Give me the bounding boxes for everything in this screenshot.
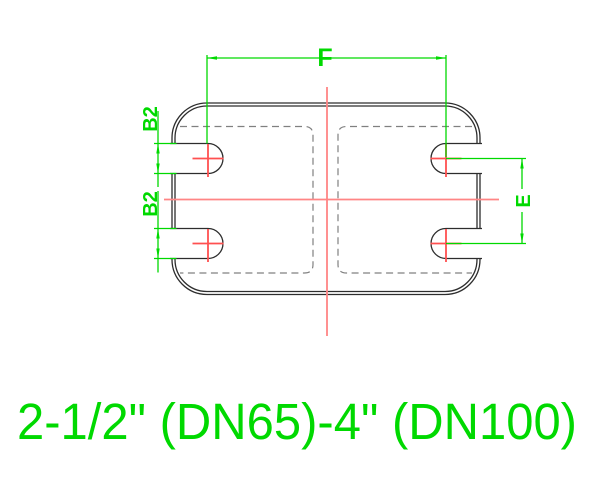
dimension-b2-lower-label: B2 (140, 191, 162, 217)
e-arrow-top (520, 158, 524, 169)
e-extension-ticks (446, 157, 526, 245)
b2-lower-arrow-bottom (156, 248, 160, 259)
dimension-e-label: E (513, 194, 535, 207)
centerlines (164, 87, 499, 336)
dimension-f-label: F (317, 44, 332, 72)
hidden-inner-contours (180, 125, 472, 274)
size-range-caption: 2-1/2" (DN65)-4" (DN100) (17, 393, 577, 450)
dimension-B2-lower: B2 (140, 191, 177, 273)
e-arrow-bottom (520, 233, 524, 244)
b2-upper-arrow-top (156, 143, 160, 154)
dimension-B2-upper: B2 (140, 106, 177, 187)
hidden-contour-right (337, 125, 472, 274)
hidden-contour-left (180, 125, 314, 274)
dimension-b2-upper-label: B2 (140, 106, 162, 132)
cross-left-upper (192, 144, 224, 177)
dimension-F: F (206, 44, 447, 157)
b2-lower-arrow-top (156, 228, 160, 239)
cross-left-lower (192, 229, 224, 262)
f-arrow-left (207, 56, 217, 60)
f-arrow-right (436, 56, 446, 60)
dimension-E: E (446, 157, 535, 245)
b2-upper-arrow-bottom (156, 163, 160, 174)
